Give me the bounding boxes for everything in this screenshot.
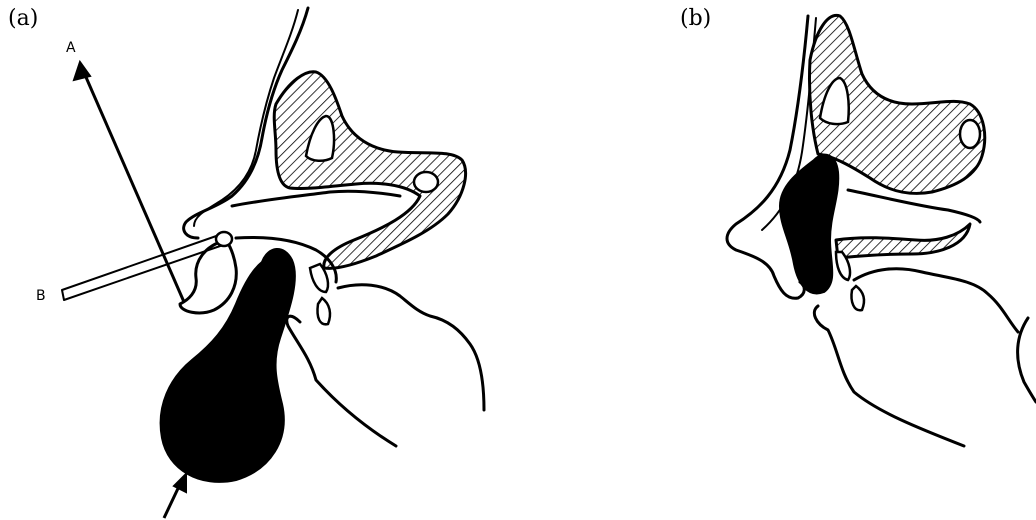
- lower-tooth-a: [317, 298, 330, 324]
- panel-b: (b): [518, 0, 1036, 520]
- palate-hatched-b: [836, 224, 970, 258]
- diagram-b: [518, 0, 1036, 520]
- black-mass-a: [161, 249, 295, 482]
- tube-tip: [216, 232, 232, 246]
- edge-contour-b: [1018, 318, 1036, 402]
- chin-outline: [287, 316, 396, 446]
- nasal-floor: [232, 191, 400, 206]
- arrow-a-head: [74, 62, 90, 80]
- skull-base-hatched: [274, 72, 465, 269]
- arrow-a-shaft: [82, 68, 184, 302]
- chin-outline-b: [814, 306, 964, 446]
- lower-face-outline: [338, 285, 484, 410]
- panel-a: (a) A B: [0, 0, 518, 520]
- black-mass-b: [780, 155, 838, 294]
- lower-tooth-b: [851, 286, 864, 310]
- sinus-opening-lower: [414, 172, 438, 192]
- nasal-tube: [62, 234, 226, 300]
- sinus-opening-lower-b: [960, 120, 980, 148]
- diagram-a: [0, 0, 518, 520]
- lower-face-outline-b: [854, 269, 1018, 332]
- bottom-arrow-head: [174, 474, 186, 492]
